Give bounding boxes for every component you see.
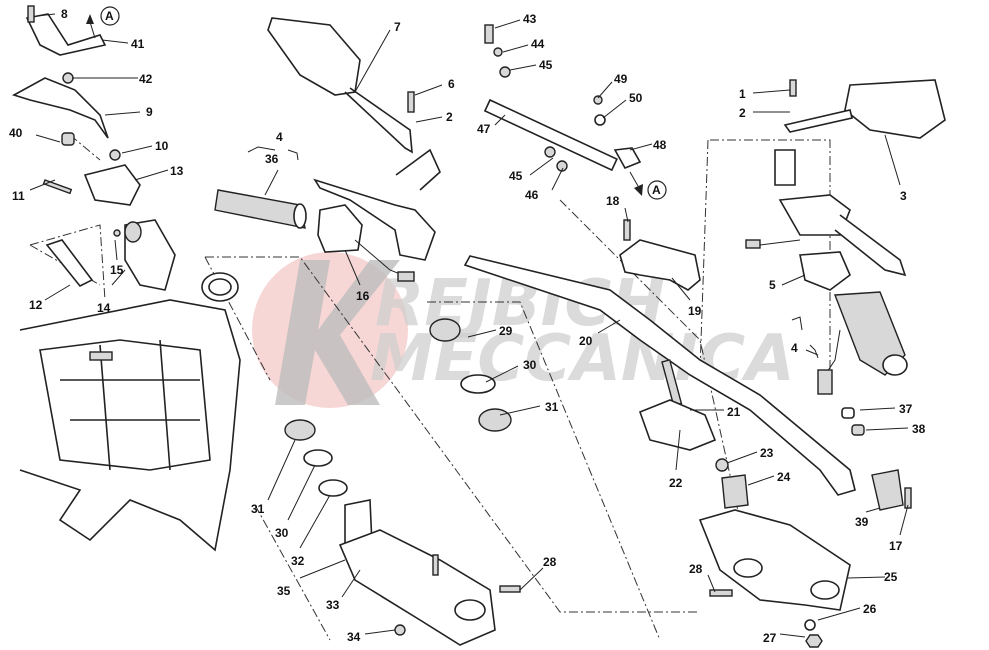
bracket-4-right [791,316,819,359]
frame [19,272,241,552]
callout-10: 10 [155,139,169,153]
callout-47: 47 [477,122,491,136]
callout-20: 20 [579,334,593,348]
callout-5: 5 [769,278,776,292]
callout-4: 4 [276,130,283,144]
handlebar [463,255,856,496]
callout-29: 29 [499,324,513,338]
callout-26: 26 [863,602,877,616]
washer [460,374,496,394]
callout-50: 50 [629,91,643,105]
bracket-4-left [247,146,299,161]
leader-lines [29,13,909,638]
callout-15: 15 [110,263,124,277]
callout-45: 45 [539,58,553,72]
callout-1: 1 [739,87,746,101]
callout-21: 21 [727,405,741,419]
callout-37: 37 [899,402,913,416]
callout-6: 6 [448,77,455,91]
callout-3: 3 [900,189,907,203]
callout-8: 8 [61,7,68,21]
callout-9: 9 [146,105,153,119]
callout-2-right: 2 [739,106,746,120]
callout-28-right: 28 [689,562,703,576]
callout-25: 25 [884,570,898,584]
callout-33: 33 [326,598,340,612]
callout-31: 31 [545,400,559,414]
callout-labels: 8 41 42 9 40 10 13 11 12 15 14 7 6 2 4 3… [9,7,926,645]
callout-27: 27 [763,631,777,645]
left-mirror [267,17,413,154]
assembly-lines [29,134,831,641]
callout-13: 13 [170,164,184,178]
callout-4-right: 4 [791,341,798,355]
callout-23: 23 [760,446,774,460]
callout-38: 38 [912,422,926,436]
callout-45-lower: 45 [509,169,523,183]
callout-24: 24 [777,470,791,484]
callout-43: 43 [523,12,537,26]
svg-text:A: A [105,9,114,23]
callout-18: 18 [606,194,620,208]
watermark-logo-k [275,260,400,405]
callout-17: 17 [889,539,903,553]
callout-36: 36 [265,152,279,166]
callout-39: 39 [855,515,869,529]
left-controls [11,5,176,291]
callout-40: 40 [9,126,23,140]
callout-35: 35 [277,584,291,598]
svg-text:A: A [652,183,661,197]
callout-30: 30 [523,358,537,372]
callout-19: 19 [688,304,702,318]
callout-46: 46 [525,188,539,202]
ignition-nut [429,318,461,342]
callout-28: 28 [543,555,557,569]
riser [638,359,749,509]
callout-41: 41 [131,37,145,51]
bearing [478,408,512,432]
callout-44: 44 [531,37,545,51]
callout-16: 16 [356,289,370,303]
callout-31-lower: 31 [251,502,265,516]
steering-stem [284,419,521,646]
callout-14: 14 [97,301,111,315]
callout-11: 11 [12,189,25,203]
callout-30-lower: 30 [275,526,289,540]
left-grip [214,148,441,282]
callout-42: 42 [139,72,153,86]
right-controls [745,79,946,511]
callout-49: 49 [614,72,628,86]
callout-32: 32 [291,554,305,568]
callout-48: 48 [653,138,667,152]
handlebar-clamp [619,239,701,291]
callout-12: 12 [29,298,43,312]
steering-damper [483,24,642,172]
callout-22: 22 [669,476,683,490]
callout-2: 2 [446,110,453,124]
reference-marker-a: A A [86,6,667,200]
mirror-bolt [407,91,415,113]
callout-7: 7 [394,20,401,34]
callout-34: 34 [347,630,361,644]
